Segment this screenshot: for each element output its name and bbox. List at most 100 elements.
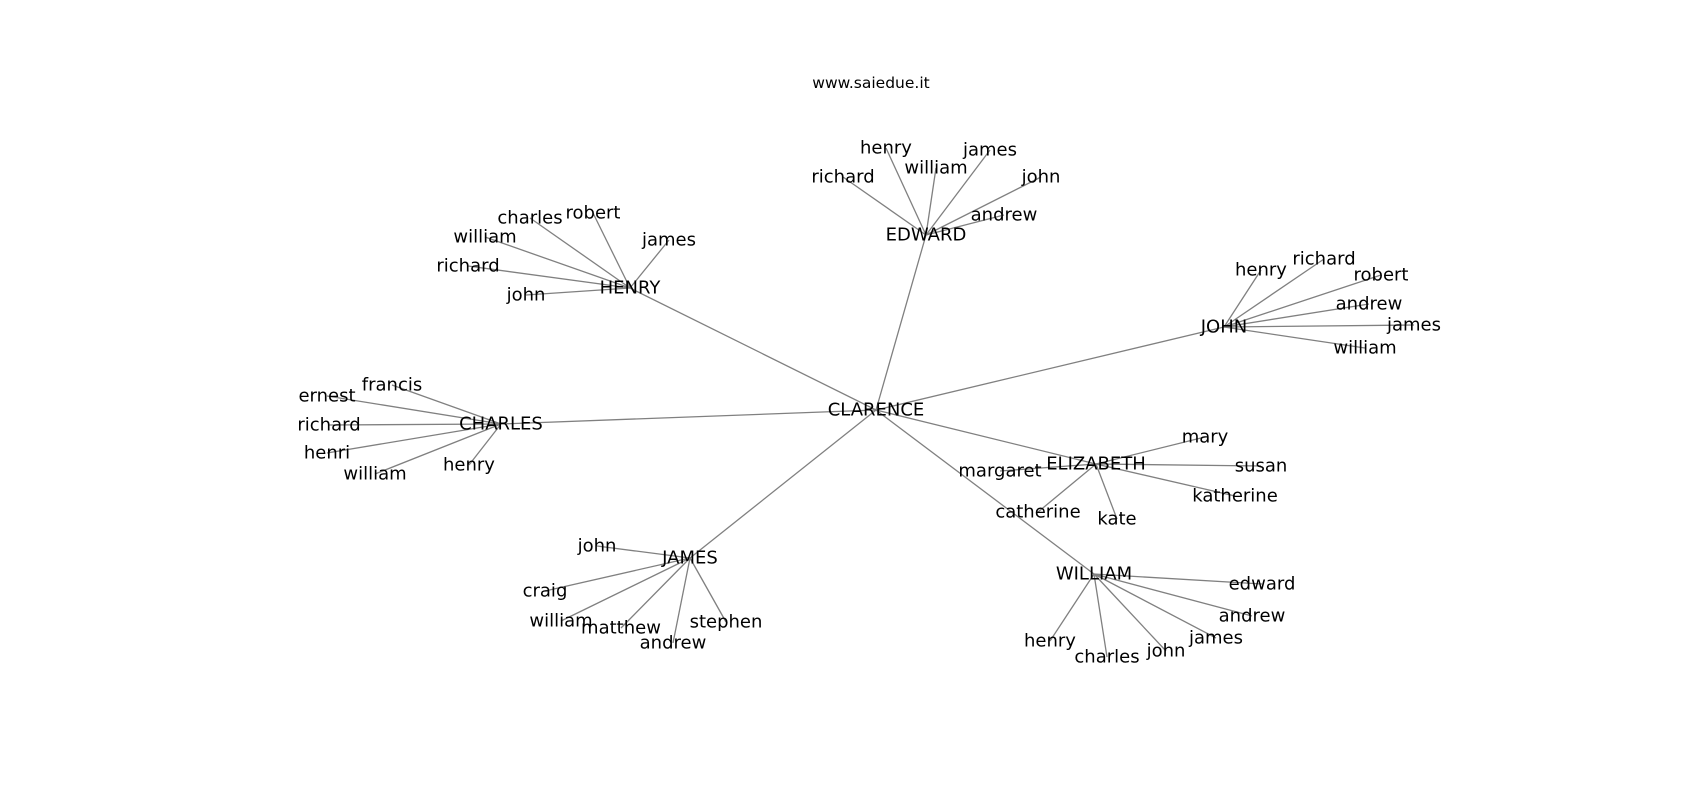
edges-layer bbox=[326, 147, 1415, 658]
edge-henry-richard bbox=[467, 265, 631, 289]
leaf-node-elizabeth-margaret: margaret bbox=[958, 461, 1041, 482]
edge-james-craig bbox=[544, 557, 691, 592]
edge-root-john bbox=[875, 326, 1225, 411]
edge-william-andrew bbox=[1093, 573, 1253, 617]
leaf-node-edward-richard: richard bbox=[811, 167, 874, 188]
edge-james-stephen bbox=[689, 557, 727, 623]
edge-edward-richard bbox=[842, 176, 927, 236]
leaf-node-henry-john: john bbox=[506, 285, 546, 306]
edge-william-charles bbox=[1093, 573, 1108, 658]
leaf-node-elizabeth-kate: kate bbox=[1097, 509, 1136, 530]
leaf-node-james-stephen: stephen bbox=[690, 612, 763, 633]
leaf-node-elizabeth-susan: susan bbox=[1235, 456, 1288, 477]
edge-henry-robert bbox=[592, 212, 631, 289]
leaf-node-edward-john: john bbox=[1021, 167, 1061, 188]
edge-root-elizabeth bbox=[875, 409, 1097, 465]
edge-william-edward bbox=[1093, 573, 1263, 585]
leaf-node-elizabeth-katherine: katherine bbox=[1192, 486, 1278, 507]
leaf-node-charles-richard: richard bbox=[297, 415, 360, 436]
edge-henry-james bbox=[629, 239, 670, 289]
edge-james-william bbox=[560, 557, 691, 622]
edge-elizabeth-catherine bbox=[1037, 463, 1097, 513]
edge-edward-henry bbox=[885, 147, 927, 236]
group-node-elizabeth: ELIZABETH bbox=[1046, 454, 1146, 475]
leaf-node-elizabeth-mary: mary bbox=[1182, 427, 1229, 448]
edge-root-edward bbox=[875, 234, 927, 411]
edge-john-james bbox=[1223, 324, 1415, 328]
group-node-edward: EDWARD bbox=[886, 225, 967, 246]
leaf-node-henry-william: william bbox=[453, 227, 516, 248]
edge-henry-charles bbox=[529, 217, 631, 289]
leaf-node-elizabeth-catherine: catherine bbox=[995, 502, 1080, 523]
group-node-john: JOHN bbox=[1200, 317, 1247, 338]
edge-charles-henry bbox=[468, 423, 502, 466]
edge-elizabeth-kate bbox=[1095, 463, 1118, 520]
edge-root-james bbox=[689, 409, 877, 559]
leaf-node-edward-henry: henry bbox=[860, 138, 912, 159]
group-node-charles: CHARLES bbox=[459, 414, 543, 435]
edge-elizabeth-susan bbox=[1095, 463, 1262, 467]
edge-edward-andrew bbox=[925, 214, 1005, 236]
leaf-node-john-james: james bbox=[1386, 315, 1441, 336]
edge-william-john bbox=[1093, 573, 1167, 652]
leaf-node-james-andrew: andrew bbox=[640, 633, 707, 654]
leaf-node-john-andrew: andrew bbox=[1336, 294, 1403, 315]
leaf-node-henry-james: james bbox=[641, 230, 696, 251]
edge-charles-ernest bbox=[326, 395, 502, 425]
edge-edward-john bbox=[925, 176, 1042, 236]
edge-james-matthew bbox=[620, 557, 691, 629]
edge-root-charles bbox=[500, 409, 877, 425]
leaf-node-william-andrew: andrew bbox=[1219, 606, 1286, 627]
edge-william-henry bbox=[1049, 573, 1095, 642]
edge-henry-john bbox=[525, 287, 631, 296]
leaf-node-james-william: william bbox=[529, 611, 592, 632]
leaf-node-james-matthew: matthew bbox=[581, 618, 661, 639]
edge-john-william bbox=[1223, 326, 1366, 349]
edge-charles-richard bbox=[328, 423, 502, 426]
leaf-node-john-william: william bbox=[1333, 338, 1396, 359]
edge-james-john bbox=[596, 545, 691, 559]
group-node-henry: HENRY bbox=[600, 278, 662, 299]
edge-john-robert bbox=[1223, 274, 1382, 328]
leaf-node-edward-james: james bbox=[962, 140, 1017, 161]
leaf-node-charles-henry: henry bbox=[443, 455, 495, 476]
leaf-node-edward-william: william bbox=[904, 158, 967, 179]
edge-root-william bbox=[875, 409, 1095, 575]
edge-root-henry bbox=[629, 287, 877, 411]
edge-william-james bbox=[1093, 573, 1217, 639]
leaf-node-charles-ernest: ernest bbox=[298, 386, 355, 407]
edge-elizabeth-margaret bbox=[999, 463, 1097, 472]
leaf-node-william-charles: charles bbox=[1074, 647, 1139, 668]
leaf-node-john-henry: henry bbox=[1235, 260, 1287, 281]
edge-henry-william bbox=[484, 236, 631, 289]
edge-elizabeth-katherine bbox=[1095, 463, 1236, 497]
leaf-node-william-john: john bbox=[1146, 641, 1186, 662]
edge-john-henry bbox=[1223, 269, 1262, 328]
leaf-node-edward-andrew: andrew bbox=[971, 205, 1038, 226]
edge-charles-francis bbox=[391, 384, 502, 425]
leaf-node-henry-charles: charles bbox=[497, 208, 562, 229]
edge-charles-henri bbox=[326, 423, 502, 454]
leaf-node-john-robert: robert bbox=[1354, 265, 1409, 286]
leaf-node-william-james: james bbox=[1188, 628, 1243, 649]
leaf-node-william-henry: henry bbox=[1024, 631, 1076, 652]
leaf-node-charles-francis: francis bbox=[362, 375, 422, 396]
leaf-node-henry-richard: richard bbox=[436, 256, 499, 277]
leaf-node-james-john: john bbox=[577, 536, 617, 557]
edge-john-richard bbox=[1223, 258, 1325, 328]
group-node-william: WILLIAM bbox=[1056, 564, 1132, 585]
leaf-node-charles-william: william bbox=[343, 464, 406, 485]
root-node-label: CLARENCE bbox=[828, 400, 925, 421]
edge-elizabeth-mary bbox=[1095, 436, 1206, 465]
edge-john-andrew bbox=[1223, 303, 1370, 328]
edge-charles-william bbox=[374, 423, 502, 475]
leaf-node-william-edward: edward bbox=[1229, 574, 1296, 595]
leaf-node-james-craig: craig bbox=[523, 581, 568, 602]
leaf-node-henry-robert: robert bbox=[566, 203, 621, 224]
group-node-james: JAMES bbox=[661, 548, 718, 569]
edge-edward-james bbox=[925, 149, 991, 236]
site-caption: www.saiedue.it bbox=[812, 74, 929, 92]
edge-edward-william bbox=[925, 167, 937, 236]
